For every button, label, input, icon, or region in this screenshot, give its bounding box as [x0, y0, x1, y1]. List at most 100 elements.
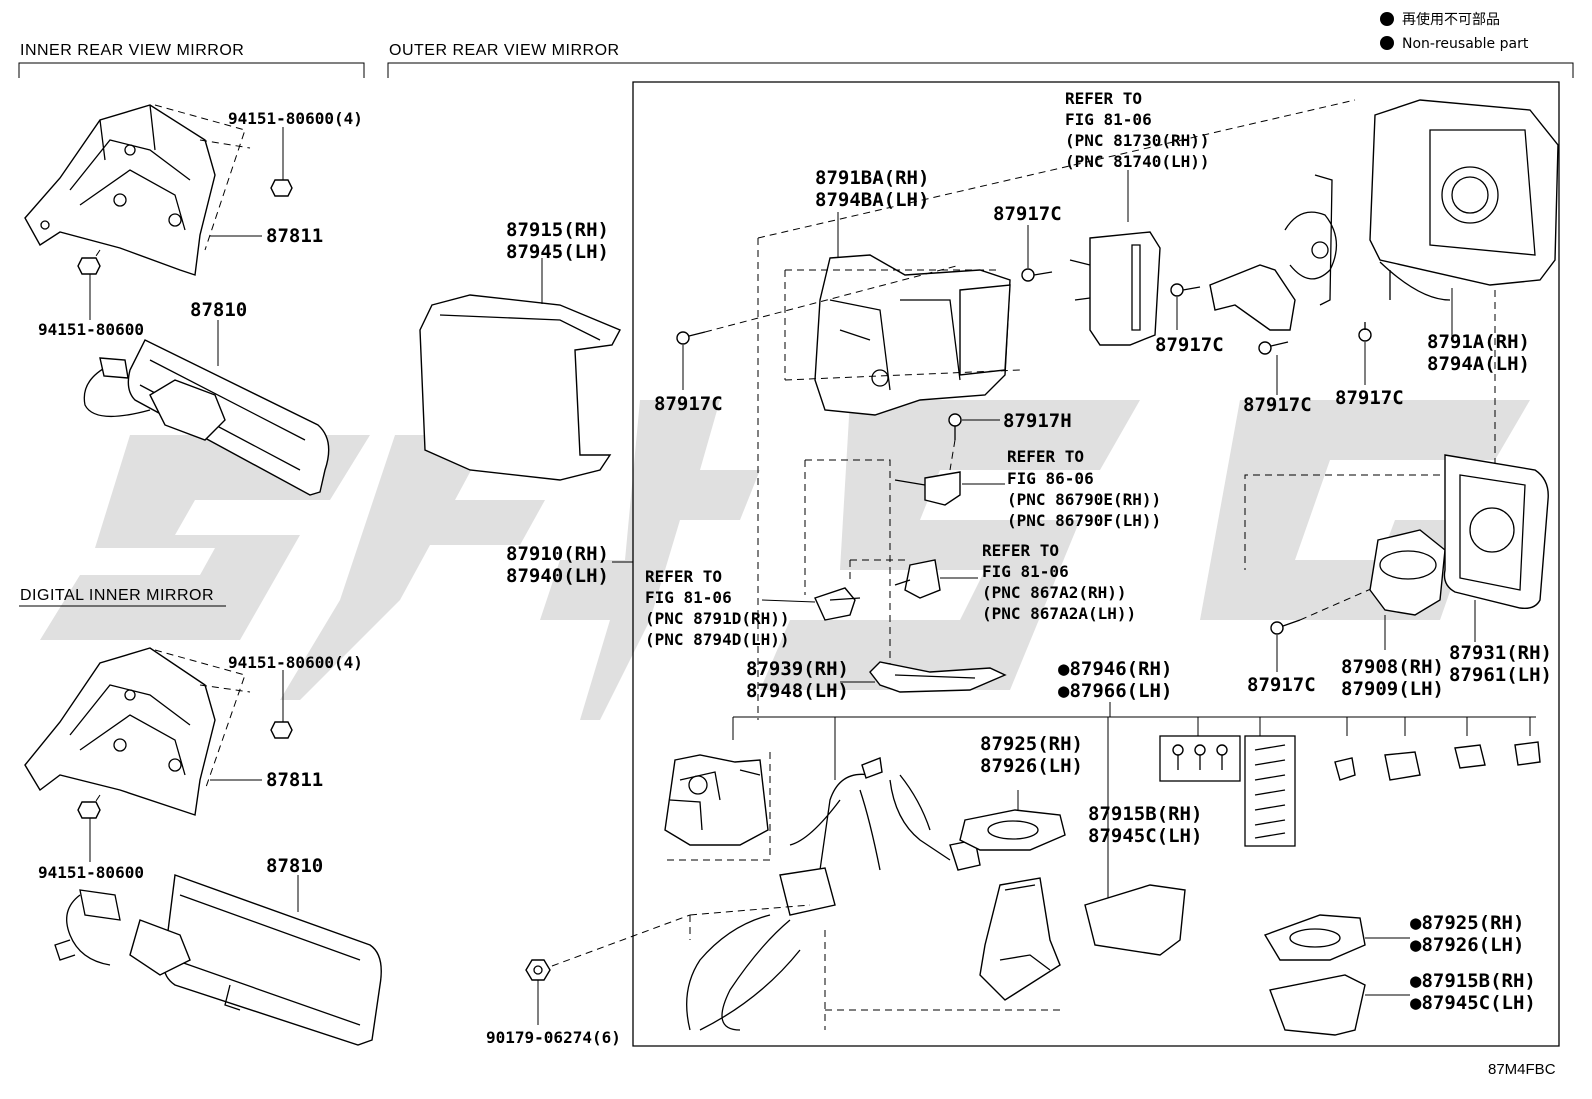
part-label: 87917C — [1335, 387, 1404, 409]
gasket-replacement — [1263, 914, 1366, 961]
part-label: 87917C — [1155, 334, 1224, 356]
part-label: 94151-80600(4) — [228, 109, 363, 128]
svg-text:(PNC 867A2A(LH)): (PNC 867A2A(LH)) — [982, 604, 1136, 623]
section-title-inner: INNER REAR VIEW MIRROR — [20, 42, 244, 59]
connector-a — [1384, 751, 1421, 781]
connector-b — [1454, 744, 1486, 769]
part-label: 87945(LH) — [506, 241, 609, 263]
section-title-digital: DIGITAL INNER MIRROR — [20, 587, 214, 604]
screw — [1170, 283, 1201, 297]
screw — [1021, 268, 1053, 282]
inner-nut-a — [270, 179, 293, 197]
screw — [948, 413, 962, 440]
side-lamp — [894, 559, 941, 599]
digital-mirror — [54, 874, 382, 1046]
figure-code: 87M4FBC — [1488, 1061, 1556, 1078]
part-label: 87931(RH) — [1449, 642, 1552, 664]
section-bracket-outer — [387, 62, 1574, 78]
part-label: 87811 — [266, 769, 323, 791]
part-label: 8794BA(LH) — [815, 189, 929, 211]
wire-harness — [686, 757, 981, 1031]
section-title-outer: OUTER REAR VIEW MIRROR — [389, 42, 620, 59]
svg-text:FIG 81-06: FIG 81-06 — [1065, 110, 1152, 129]
part-label: 87945C(LH) — [1088, 825, 1202, 847]
svg-text:(PNC 8791D(RH)): (PNC 8791D(RH)) — [645, 609, 790, 628]
part-label: 87926(LH) — [980, 755, 1083, 777]
part-label: 87917C — [1247, 674, 1316, 696]
part-label: ●87966(LH) — [1058, 680, 1172, 702]
frame-outline — [757, 99, 1356, 720]
svg-text:(PNC 81730(RH)): (PNC 81730(RH)) — [1065, 131, 1210, 150]
part-label: 87810 — [266, 855, 323, 877]
turn-signal-lamp — [1069, 231, 1161, 346]
outer-assembly-box — [632, 81, 1560, 1047]
camera-outline — [804, 459, 905, 675]
part-label: 87961(LH) — [1449, 664, 1552, 686]
harness-bracket — [732, 702, 1536, 905]
svg-text:REFER TO: REFER TO — [1065, 89, 1142, 108]
inner-mirror — [83, 339, 330, 496]
part-label: 87810 — [190, 299, 247, 321]
svg-text:FIG 81-06: FIG 81-06 — [982, 562, 1069, 581]
mirror-base — [979, 877, 1061, 1001]
part-label: ●87915B(RH) — [1410, 970, 1536, 992]
svg-text:FIG 81-06: FIG 81-06 — [645, 588, 732, 607]
screw-set — [1159, 735, 1241, 782]
mirror-frame — [814, 254, 1011, 416]
gasket — [959, 809, 1066, 851]
part-label: 8794A(LH) — [1427, 353, 1530, 375]
reference-note-1: REFER TO FIG 81-06 (PNC 81730(RH)) (PNC … — [1065, 89, 1210, 171]
inner-bracket — [24, 104, 216, 276]
legend: 再使用不可部品 Non-reusable part — [1380, 11, 1529, 52]
svg-text:REFER TO: REFER TO — [1007, 447, 1084, 466]
part-label: 87917C — [654, 393, 723, 415]
part-label: 8791BA(RH) — [815, 167, 929, 189]
section-bracket-inner — [18, 62, 365, 78]
non-reusable-dot-icon — [1380, 36, 1394, 50]
part-label: 87910(RH) — [506, 543, 609, 565]
part-label: 94151-80600 — [38, 320, 144, 339]
part-label: 87915B(RH) — [1088, 803, 1202, 825]
svg-text:REFER TO: REFER TO — [645, 567, 722, 586]
legend-en: Non-reusable part — [1402, 36, 1529, 52]
bolt-set — [1244, 735, 1296, 847]
part-label: 87925(RH) — [980, 733, 1083, 755]
base-cover — [1084, 884, 1186, 956]
screw — [1358, 322, 1372, 342]
svg-text:REFER TO: REFER TO — [982, 541, 1059, 560]
garnish — [869, 661, 1007, 693]
puddle-lamp-bracket — [814, 587, 861, 621]
connector-c — [1514, 741, 1541, 766]
mirror-glass — [1443, 454, 1549, 610]
svg-text:FIG 86-06: FIG 86-06 — [1007, 469, 1094, 488]
reference-note-3: REFER TO FIG 81-06 (PNC 867A2(RH)) (PNC … — [982, 541, 1136, 623]
svg-text:(PNC 86790F(LH)): (PNC 86790F(LH)) — [1007, 511, 1161, 530]
digital-nut-a — [270, 721, 293, 739]
digital-nut-b — [77, 801, 101, 819]
part-label: ●87945C(LH) — [1410, 992, 1536, 1014]
power-fold-motor — [664, 754, 769, 846]
legend-jp: 再使用不可部品 — [1402, 11, 1500, 28]
svg-text:(PNC 81740(LH)): (PNC 81740(LH)) — [1065, 152, 1210, 171]
part-label: 8791A(RH) — [1427, 331, 1530, 353]
part-label: 87917H — [1003, 410, 1072, 432]
svg-text:(PNC 867A2(RH)): (PNC 867A2(RH)) — [982, 583, 1127, 602]
mirror-actuator — [1369, 529, 1446, 616]
connector-clip — [1334, 757, 1356, 781]
part-label: 90179-06274(6) — [486, 1028, 621, 1047]
screw — [676, 331, 706, 345]
part-label: 94151-80600(4) — [228, 653, 363, 672]
part-label: ●87925(RH) — [1410, 912, 1524, 934]
part-label: 87915(RH) — [506, 219, 609, 241]
mirror-housing — [1369, 99, 1559, 301]
camera-unit — [894, 471, 961, 506]
mirror-cover — [419, 294, 621, 481]
cover-replacement — [1269, 974, 1366, 1036]
part-label: 87908(RH) — [1341, 656, 1444, 678]
part-label: 87917C — [1243, 394, 1312, 416]
svg-text:(PNC 86790E(RH)): (PNC 86790E(RH)) — [1007, 490, 1161, 509]
part-label: 87811 — [266, 225, 323, 247]
non-reusable-dot-icon — [1380, 12, 1394, 26]
screw — [1270, 619, 1301, 635]
